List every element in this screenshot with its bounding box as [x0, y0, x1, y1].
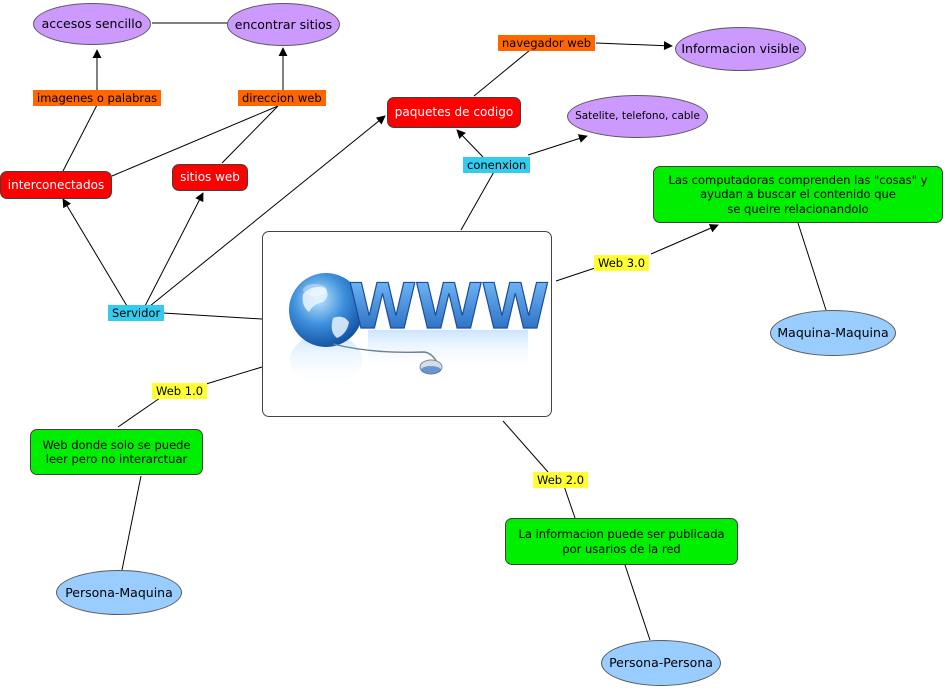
node-satelite: Satelite, telefono, cable — [567, 95, 708, 138]
edge-center-web2 — [502, 420, 549, 473]
edge-conexion-satelite — [527, 134, 588, 156]
node-interconectados: interconectados — [0, 171, 112, 199]
edge-center-web1 — [205, 366, 263, 385]
node-web2-description: La informacion puede ser publicada por u… — [505, 518, 738, 565]
node-encontrar-sitios: encontrar sitios — [227, 3, 340, 46]
edge-box3-maquina — [797, 222, 827, 311]
link-web-2: Web 2.0 — [533, 472, 589, 488]
www-globe-mouse-icon: WWW — [289, 269, 551, 386]
node-paquetes-de-codigo: paquetes de codigo — [387, 97, 521, 128]
node-accesos-sencillo: accesos sencillo — [33, 3, 151, 45]
node-informacion-visible: Informacion visible — [675, 27, 806, 71]
edge-servidor-interconectados — [62, 198, 128, 307]
edge-sitios-direccion — [221, 105, 279, 164]
node-web1-description: Web donde solo se puede leer pero no int… — [30, 429, 203, 475]
edge-navegador-info — [595, 41, 673, 51]
link-conexion: conenxion — [463, 157, 531, 173]
link-direccion-web: direccion web — [238, 90, 326, 106]
link-navegador-web: navegador web — [498, 35, 596, 51]
edge-web2-box — [563, 485, 576, 519]
node-sitios-web: sitios web — [172, 164, 248, 191]
edge-interconectados-direccion — [111, 105, 279, 177]
edge-web3-box — [650, 224, 719, 255]
edge-interconectados-imagenes — [62, 104, 98, 172]
edge-box1-persona — [121, 475, 142, 571]
link-web-1: Web 1.0 — [152, 383, 208, 399]
edge-box2-persona — [624, 564, 651, 641]
edge-servidor-sitios — [144, 192, 204, 307]
edge-center-conexion — [460, 169, 496, 231]
link-web-3: Web 3.0 — [594, 255, 650, 271]
node-persona-persona: Persona-Persona — [601, 640, 721, 686]
edge-web1-box — [117, 397, 161, 428]
center-www-image: WWW — [262, 231, 552, 417]
www-letters: WWW — [348, 270, 548, 343]
node-web3-description: Las computadoras comprenden las "cosas" … — [653, 166, 943, 223]
edge-conexion-paquetes — [456, 129, 484, 158]
link-servidor: Servidor — [108, 305, 165, 321]
edge-paquetes-navegador — [473, 49, 531, 97]
edge-center-web3 — [555, 267, 596, 282]
node-persona-maquina: Persona-Maquina — [56, 570, 182, 615]
node-maquina-maquina: Maquina-Maquina — [770, 310, 896, 356]
link-imagenes-o-palabras: imagenes o palabras — [33, 90, 162, 106]
edge-center-servidor — [162, 312, 263, 320]
edge-servidor-paquetes — [149, 115, 386, 307]
